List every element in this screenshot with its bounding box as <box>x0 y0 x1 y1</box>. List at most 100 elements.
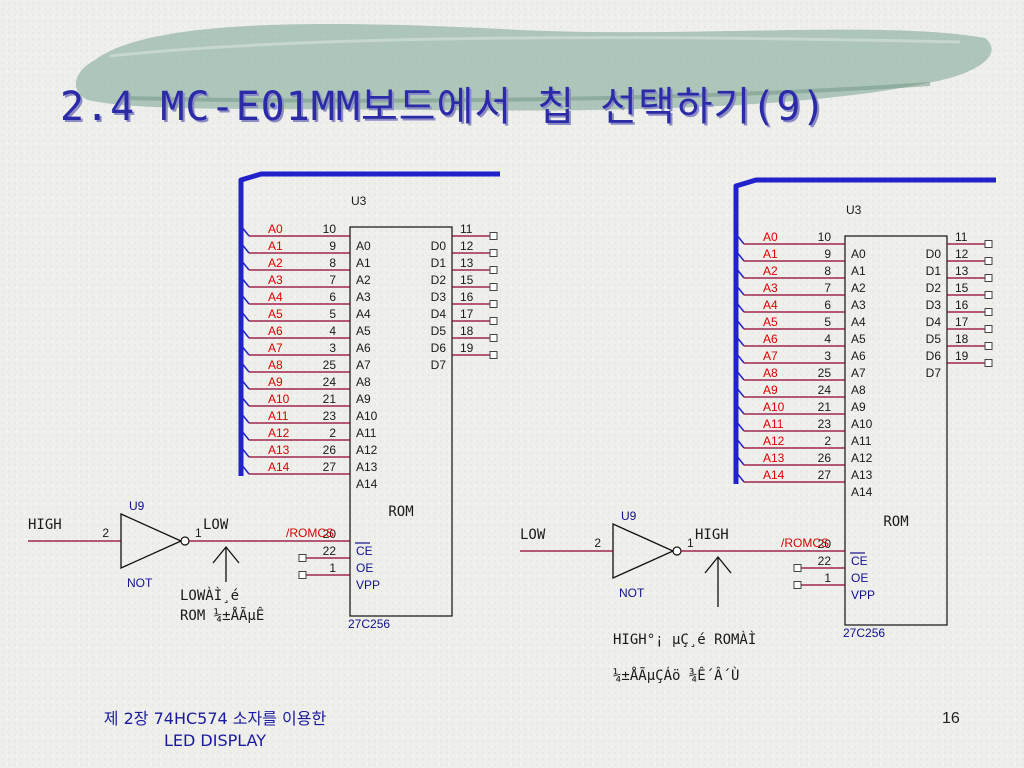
left-addr-pin-A14: A14 <box>356 477 378 491</box>
right-ctrl-pin-CE: CE <box>851 554 868 568</box>
left-addr-pin-A12: A12 <box>356 443 378 457</box>
right-data-pin-D6: D6 <box>926 349 942 363</box>
right-input-level: LOW <box>520 527 546 543</box>
left-rom-center-label: ROM <box>388 504 413 520</box>
left-addr-net-A4: A4 <box>268 290 283 304</box>
right-gate-part: NOT <box>619 586 645 600</box>
left-addr-pin-A9: A9 <box>356 392 371 406</box>
left-output-level: LOW <box>203 517 229 533</box>
right-addr-net-A10: A10 <box>763 400 785 414</box>
right-addr-net-A8: A8 <box>763 366 778 380</box>
right-addr-pinnum-A8: 25 <box>818 366 832 380</box>
right-addr-net-A9: A9 <box>763 383 778 397</box>
left-ctrl-pin-OE: OE <box>356 561 373 575</box>
footer-line-2: LED DISPLAY <box>163 731 267 750</box>
right-addr-entry <box>735 352 745 364</box>
right-addr-entry <box>735 420 745 432</box>
right-addr-pinnum-A10: 21 <box>818 400 832 414</box>
left-data-pin-D6: D6 <box>431 341 447 355</box>
left-addr-entry <box>240 378 250 390</box>
right-addr-entry <box>735 369 745 381</box>
left-addr-entry <box>240 225 250 237</box>
right-data-pin-D2: D2 <box>926 281 942 295</box>
footer-chapter-title: 제 2장 74HC574 소자를 이용한 LED DISPLAY <box>60 708 370 752</box>
left-romcs-label: /ROMCS <box>286 526 334 540</box>
left-data-pin-D4: D4 <box>431 307 447 321</box>
left-addr-entry <box>240 361 250 373</box>
left-addr-pin-A10: A10 <box>356 409 378 423</box>
left-addr-entry <box>240 276 250 288</box>
right-addr-net-A0: A0 <box>763 230 778 244</box>
left-addr-pin-A13: A13 <box>356 460 378 474</box>
left-data-pinnum-D2: 13 <box>460 256 474 270</box>
right-addr-net-A3: A3 <box>763 281 778 295</box>
right-output-level: HIGH <box>695 527 729 543</box>
left-addr-entry <box>240 429 250 441</box>
left-addr-net-A0: A0 <box>268 222 283 236</box>
left-addr-pinnum-A9: 24 <box>323 375 337 389</box>
left-data-terminal <box>489 283 498 291</box>
right-data-pin-D3: D3 <box>926 298 942 312</box>
right-addr-pin-A0: A0 <box>851 247 866 261</box>
right-ctrl-terminal <box>793 564 802 572</box>
left-addr-pinnum-A4: 6 <box>329 290 336 304</box>
right-addr-net-A14: A14 <box>763 468 785 482</box>
left-ctrl-terminal <box>298 554 307 562</box>
title-brush-decoration <box>75 23 992 111</box>
left-addr-entry <box>240 395 250 407</box>
left-addr-pin-A2: A2 <box>356 273 371 287</box>
footer-line-1: 제 2장 74HC574 소자를 이용한 <box>103 709 327 728</box>
left-data-pinnum-D3: 15 <box>460 273 474 287</box>
right-addr-pinnum-A14: 27 <box>818 468 832 482</box>
page-number: 16 <box>942 710 960 727</box>
right-rom-part: 27C256 <box>843 626 885 640</box>
right-ctrl-pin-VPP: VPP <box>851 588 875 602</box>
left-addr-entry <box>240 412 250 424</box>
left-data-pin-D3: D3 <box>431 290 447 304</box>
right-data-terminal <box>984 308 993 316</box>
right-data-pinnum-D6: 18 <box>955 332 969 346</box>
left-addr-pinnum-A14: 27 <box>323 460 337 474</box>
right-addr-pin-A12: A12 <box>851 451 873 465</box>
right-addr-pinnum-A3: 7 <box>824 281 831 295</box>
right-data-terminal <box>984 325 993 333</box>
left-gate-input-pin: 2 <box>102 526 109 540</box>
right-data-terminal <box>984 359 993 367</box>
left-addr-pinnum-A6: 4 <box>329 324 336 338</box>
left-data-pinnum-D5: 17 <box>460 307 474 321</box>
right-addr-entry <box>735 318 745 330</box>
left-data-terminal <box>489 232 498 240</box>
right-addr-pin-A5: A5 <box>851 332 866 346</box>
right-addr-pin-A1: A1 <box>851 264 866 278</box>
left-note-line-1: LOWÀÌ¸é <box>180 587 239 604</box>
right-addr-net-A1: A1 <box>763 247 778 261</box>
right-data-pinnum-D4: 16 <box>955 298 969 312</box>
right-addr-pin-A14: A14 <box>851 485 873 499</box>
right-addr-pin-A7: A7 <box>851 366 866 380</box>
left-rom-body <box>349 226 453 617</box>
right-gate-ref: U9 <box>621 509 637 523</box>
left-data-pinnum-D6: 18 <box>460 324 474 338</box>
right-addr-entry <box>735 233 745 245</box>
right-addr-pinnum-A6: 4 <box>824 332 831 346</box>
right-data-pin-D7: D7 <box>926 366 942 380</box>
right-addr-pin-A11: A11 <box>851 434 872 448</box>
left-input-level: HIGH <box>28 517 62 533</box>
left-addr-entry <box>240 310 250 322</box>
right-addr-net-A6: A6 <box>763 332 778 346</box>
left-data-pinnum-D1: 12 <box>460 239 474 253</box>
right-addr-pin-A3: A3 <box>851 298 866 312</box>
right-ctrl-pinnum-VPP: 1 <box>824 571 831 585</box>
left-gate-output-pin: 1 <box>195 526 202 540</box>
left-not-gate-bubble <box>180 536 190 546</box>
left-addr-net-A12: A12 <box>268 426 290 440</box>
right-data-pinnum-D2: 13 <box>955 264 969 278</box>
left-addr-pinnum-A10: 21 <box>323 392 337 406</box>
right-data-terminal <box>984 257 993 265</box>
left-gate-ref: U9 <box>129 499 145 513</box>
left-gate-part: NOT <box>127 576 153 590</box>
right-note-line-2: ¼±ÅÃµÇÁö ¾Ê´Â´Ù <box>613 666 739 684</box>
right-data-terminal <box>984 240 993 248</box>
left-data-terminal <box>489 334 498 342</box>
right-data-terminal <box>984 342 993 350</box>
